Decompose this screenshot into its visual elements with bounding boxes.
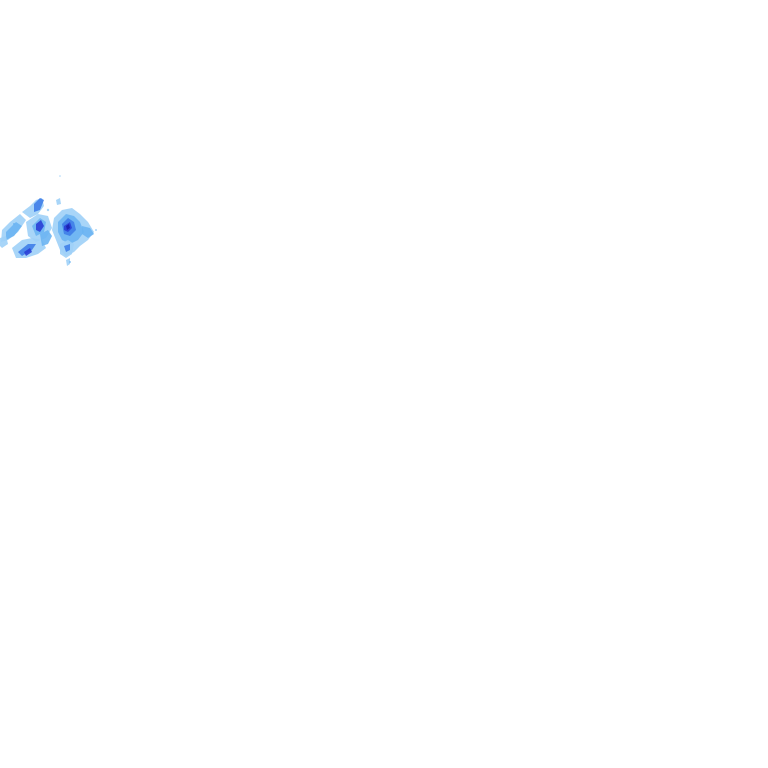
rain-speck	[13, 223, 15, 225]
rain-cell	[0, 236, 8, 248]
rain-cell	[36, 220, 44, 232]
rain-speck	[69, 261, 71, 263]
rain-cell	[24, 248, 32, 256]
rain-speck	[95, 229, 97, 231]
rain-cell	[56, 198, 61, 205]
rain-speck	[59, 175, 61, 177]
rain-cluster-west	[0, 198, 52, 258]
rain-cell	[34, 198, 44, 212]
rain-speckles	[13, 175, 97, 263]
rain-speck	[46, 208, 50, 212]
rain-cell	[64, 244, 70, 252]
rain-cell	[66, 224, 70, 230]
rain-cell	[40, 230, 52, 246]
rain-cell	[66, 258, 70, 266]
rain-cell	[6, 222, 22, 240]
rain-cluster-east	[52, 198, 94, 266]
rain-cell	[82, 226, 94, 238]
